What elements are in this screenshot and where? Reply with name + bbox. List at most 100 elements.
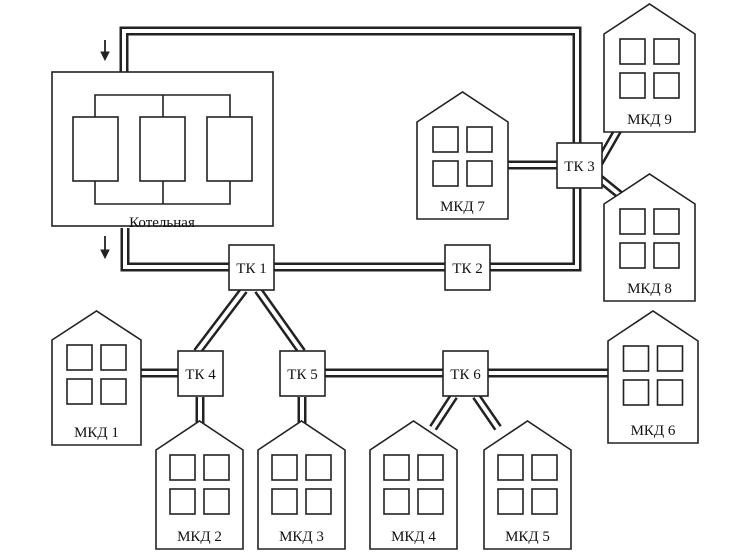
window xyxy=(305,488,332,515)
window xyxy=(619,38,646,65)
pipe-tk1-tk4 xyxy=(193,287,248,355)
window xyxy=(271,488,298,515)
building-mkd4: МКД 4 xyxy=(369,420,458,550)
window xyxy=(66,378,93,405)
boiler-unit-2 xyxy=(139,116,186,182)
building-outline xyxy=(603,3,696,133)
heat-chambers: ТК 1 ТК 2 ТК 3 ТК 4 ТК 5 ТК 6 xyxy=(177,142,603,397)
building-mkd2: МКД 2 xyxy=(155,420,244,550)
building-label: МКД 3 xyxy=(279,529,324,545)
chamber-tk2: ТК 2 xyxy=(444,244,491,291)
window xyxy=(66,344,93,371)
window xyxy=(466,126,493,153)
building-mkd9: МКД 9 xyxy=(603,3,696,133)
window xyxy=(622,379,650,406)
window xyxy=(653,72,680,99)
chamber-tk5: ТК 5 xyxy=(279,350,326,397)
supply-arrow-icon xyxy=(100,40,110,62)
pipelines xyxy=(119,26,623,431)
window xyxy=(271,454,298,481)
building-outline xyxy=(603,173,696,302)
window xyxy=(305,454,332,481)
window xyxy=(432,126,459,153)
building-label: МКД 8 xyxy=(627,281,672,297)
chamber-label: ТК 2 xyxy=(452,261,482,277)
window xyxy=(100,344,127,371)
window xyxy=(653,242,680,269)
chamber-label: ТК 3 xyxy=(564,159,594,175)
window xyxy=(432,160,459,187)
boiler-manifold-top xyxy=(94,94,231,117)
building-mkd5: МКД 5 xyxy=(483,420,572,550)
building-mkd6: МКД 6 xyxy=(607,310,699,444)
chamber-box xyxy=(442,350,489,397)
pipe-tk6-mkd4 xyxy=(429,393,458,431)
window xyxy=(619,242,646,269)
pipe-tk1-tk5 xyxy=(254,287,306,355)
window xyxy=(619,72,646,99)
building-label: МКД 2 xyxy=(177,529,222,545)
boiler-manifold-bottom xyxy=(94,181,231,205)
building-outline xyxy=(416,91,509,220)
chamber-box xyxy=(177,350,224,397)
chamber-label: ТК 6 xyxy=(450,367,481,383)
window xyxy=(169,488,196,515)
chamber-tk4: ТК 4 xyxy=(177,350,224,397)
window xyxy=(497,454,524,481)
window xyxy=(203,488,230,515)
window xyxy=(653,38,680,65)
window xyxy=(497,488,524,515)
window xyxy=(622,345,650,372)
window xyxy=(466,160,493,187)
window xyxy=(203,454,230,481)
chamber-label: ТК 4 xyxy=(185,367,216,383)
chamber-tk6: ТК 6 xyxy=(442,350,489,397)
boiler-house: Котельная xyxy=(51,71,274,231)
chamber-label: ТК 5 xyxy=(287,367,317,383)
building-mkd7: МКД 7 xyxy=(416,91,509,220)
building-mkd3: МКД 3 xyxy=(257,420,346,550)
pipe-tk6-mkd5 xyxy=(472,393,502,431)
building-label: МКД 4 xyxy=(391,529,436,545)
window xyxy=(656,379,684,406)
building-mkd8: МКД 8 xyxy=(603,173,696,302)
building-outline xyxy=(483,420,572,550)
building-outline xyxy=(155,420,244,550)
building-outline xyxy=(607,310,699,444)
window xyxy=(619,208,646,235)
building-label: МКД 5 xyxy=(505,529,550,545)
boiler-house-label: Котельная xyxy=(129,215,195,231)
building-mkd1: МКД 1 xyxy=(51,310,142,446)
chamber-tk3: ТК 3 xyxy=(556,142,603,189)
return-arrow-icon xyxy=(100,236,110,260)
buildings: МКД 1 МКД 2 МКД 3 МКД 4 МКД 5 МКД 6 МКД 7 МКД 8… xyxy=(51,3,699,550)
chamber-tk1: ТК 1 xyxy=(228,244,275,291)
boiler-unit-3 xyxy=(206,116,253,182)
chamber-box xyxy=(444,244,491,291)
window xyxy=(100,378,127,405)
building-outline xyxy=(257,420,346,550)
building-label: МКД 7 xyxy=(440,199,485,215)
window xyxy=(383,454,410,481)
window xyxy=(531,454,558,481)
chamber-label: ТК 1 xyxy=(236,261,266,277)
pipe-loop-return-to-boiler xyxy=(120,188,582,272)
chamber-box xyxy=(279,350,326,397)
building-label: МКД 6 xyxy=(631,423,676,439)
window xyxy=(383,488,410,515)
pipe-boiler-to-tk3-loop xyxy=(119,26,582,158)
window xyxy=(531,488,558,515)
building-label: МКД 1 xyxy=(74,425,119,441)
window xyxy=(653,208,680,235)
window xyxy=(656,345,684,372)
boiler-unit-1 xyxy=(72,116,119,182)
chamber-box xyxy=(556,142,603,189)
chamber-box xyxy=(228,244,275,291)
window xyxy=(417,488,444,515)
window xyxy=(417,454,444,481)
flow-arrows xyxy=(100,40,110,260)
building-outline xyxy=(369,420,458,550)
building-label: МКД 9 xyxy=(627,112,672,128)
window xyxy=(169,454,196,481)
